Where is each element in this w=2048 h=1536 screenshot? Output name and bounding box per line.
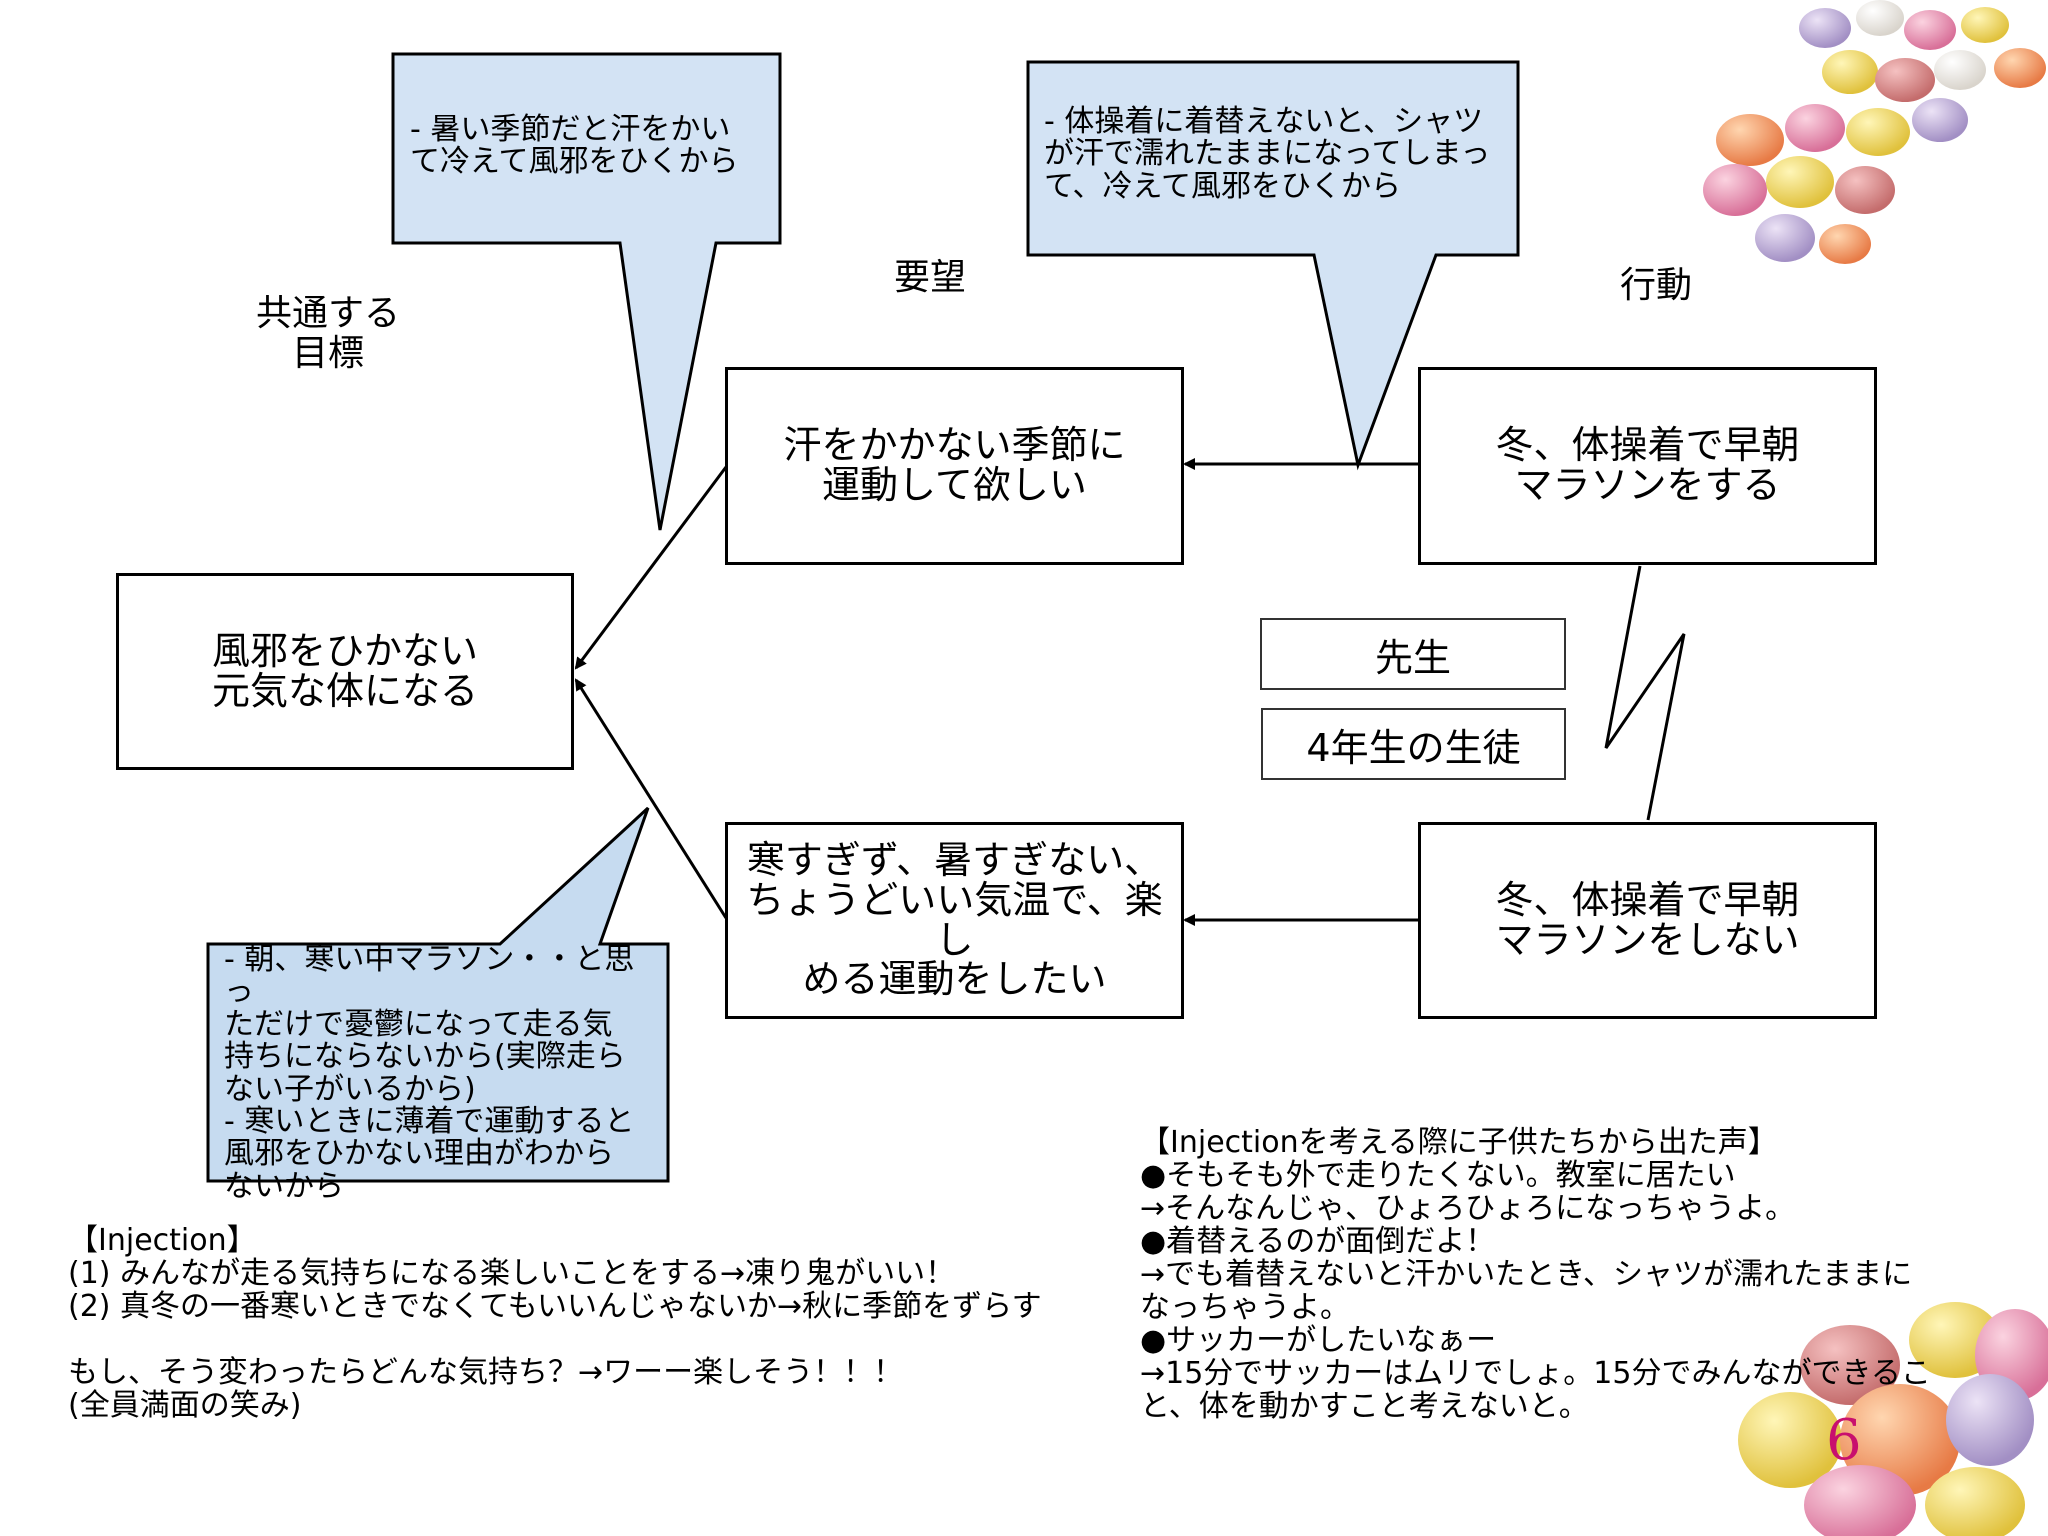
wish-bottom-box: 寒すぎず、暑すぎない、 ちょうどいい気温で、楽し める運動をしたい [725, 822, 1184, 1019]
legend-teacher: 先生 [1260, 618, 1566, 690]
heading-goal: 共通する 目標 [255, 293, 400, 374]
legend-student: 4年生の生徒 [1261, 708, 1566, 780]
children-voices-note: 【Injectionを考える際に子供たちから出た声】 ●そもそも外で走りたくない… [1140, 1125, 1931, 1424]
callout-top-right-text: - 体操着に着替えないと、シャツ が汗で濡れたままになってしまっ て、冷えて風邪… [1044, 104, 1491, 204]
callout-top-right-shape [1026, 60, 1520, 471]
eggs-bottom-right [1738, 1302, 2048, 1536]
heading-action: 行動 [1619, 265, 1692, 306]
callout-top-left-shape [391, 52, 782, 531]
conflict-lightning [1604, 565, 1686, 821]
wish-top-box: 汗をかかない季節に 運動して欲しい [725, 367, 1184, 565]
arrow-wish-top-to-goal [574, 466, 728, 670]
arrow-wish-bottom-to-goal [574, 678, 728, 919]
action-bottom-box: 冬、体操着で早朝 マラソンをしない [1418, 822, 1877, 1019]
page-number: 6 [1826, 1408, 1862, 1473]
callout-bottom-left-text: - 朝、寒い中マラソン・・と思っ ただけで憂鬱になって走る気 持ちにならないから… [224, 942, 635, 1204]
action-top-box: 冬、体操着で早朝 マラソンをする [1418, 367, 1877, 565]
callout-top-left-text: - 暑い季節だと汗をかい て冷えて風邪をひくから [410, 112, 739, 180]
injection-note: 【Injection】 (1) みんなが走る気持ちになる楽しいことをする→凍り鬼… [68, 1223, 1042, 1423]
goal-box: 風邪をひかない 元気な体になる [116, 573, 574, 770]
callout-bottom-left-shape [206, 806, 670, 1183]
heading-wish: 要望 [893, 257, 966, 298]
eggs-top-right [1703, 0, 2046, 264]
